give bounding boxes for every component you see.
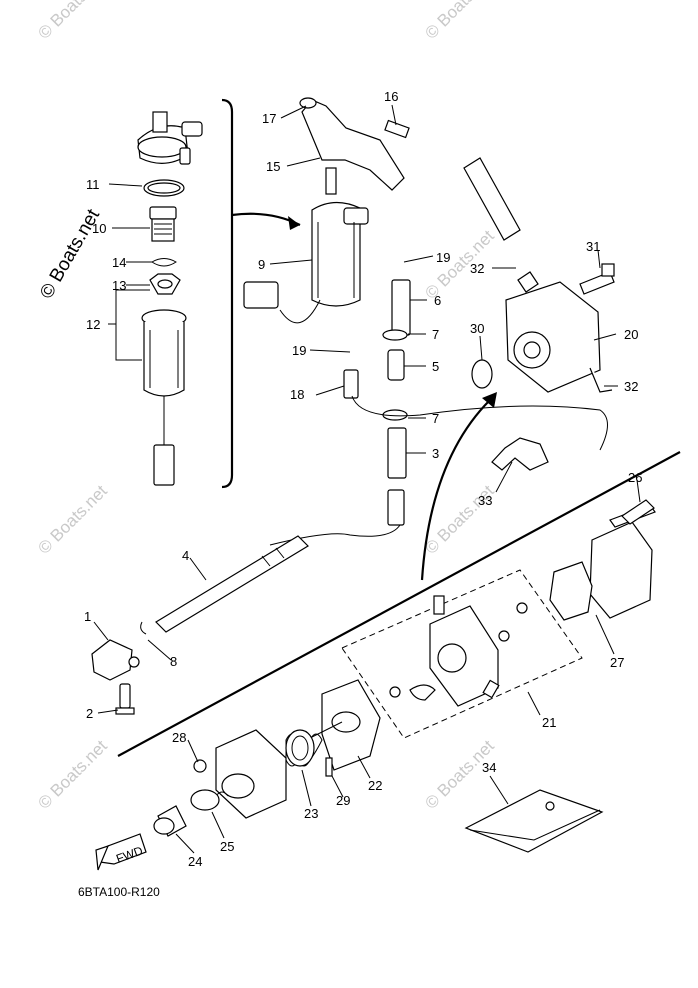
bottom-pump-exploded (153, 499, 656, 837)
callout-23: 23 (304, 806, 318, 821)
callout-32-lower: 32 (624, 379, 638, 394)
watermark: © Boats.net (421, 226, 498, 303)
bracket-33 (491, 437, 549, 471)
callout-4: 4 (182, 548, 189, 563)
callout-11: 11 (86, 177, 100, 192)
callout-32-upper: 32 (470, 261, 484, 276)
callout-18: 18 (290, 387, 304, 402)
callout-10: 10 (92, 221, 106, 236)
drain-screw-parts (91, 621, 147, 715)
separator-line (117, 451, 681, 757)
fwd-arrow-icon: FWD (95, 833, 147, 871)
fuel-pump (463, 157, 615, 393)
callout-20: 20 (624, 327, 638, 342)
callout-22: 22 (368, 778, 382, 793)
callout-15: 15 (266, 159, 280, 174)
callout-21: 21 (542, 715, 556, 730)
callout-34: 34 (482, 760, 496, 775)
arrow-head-icon (482, 392, 497, 408)
callout-29: 29 (336, 793, 350, 808)
callout-8: 8 (170, 654, 177, 669)
leader-lines (93, 104, 641, 854)
callout-27: 27 (610, 655, 624, 670)
callout-25: 25 (220, 839, 234, 854)
watermark-main: © Boats.net (36, 205, 104, 302)
callout-28: 28 (172, 730, 186, 745)
bag-34 (464, 789, 604, 853)
fuel-filter-assembled (243, 97, 410, 324)
watermark: © Boats.net (34, 736, 111, 813)
callout-26: 26 (628, 470, 642, 485)
callout-17: 17 (262, 111, 276, 126)
callout-16: 16 (384, 89, 398, 104)
arrow-head-icon (288, 216, 300, 230)
callout-6: 6 (434, 293, 441, 308)
callout-14: 14 (112, 255, 126, 270)
callout-24: 24 (188, 854, 202, 869)
watermark: © Boats.net (421, 0, 498, 43)
callout-3: 3 (432, 446, 439, 461)
callout-7-lower: 7 (432, 411, 439, 426)
hose-assembly (155, 279, 608, 633)
callout-7-upper: 7 (432, 327, 439, 342)
callout-13: 13 (112, 278, 126, 293)
fuel-filter-exploded (137, 111, 203, 486)
callout-19-upper: 19 (436, 250, 450, 265)
callout-33: 33 (478, 493, 492, 508)
callouts: 11 10 14 13 12 17 16 15 9 19 6 7 5 19 18… (84, 89, 642, 869)
flow-arrow (420, 399, 491, 581)
watermark: © Boats.net (34, 0, 111, 43)
callout-5: 5 (432, 359, 439, 374)
callout-9: 9 (258, 257, 265, 272)
callout-2: 2 (86, 706, 93, 721)
watermark: © Boats.net (34, 481, 111, 558)
callout-1: 1 (84, 609, 91, 624)
reference-code: 6BTA100-R120 (78, 885, 160, 899)
callout-31: 31 (586, 239, 600, 254)
callout-30: 30 (470, 321, 484, 336)
callout-12: 12 (86, 317, 100, 332)
group-bracket (221, 98, 234, 489)
callout-19-lower: 19 (292, 343, 306, 358)
